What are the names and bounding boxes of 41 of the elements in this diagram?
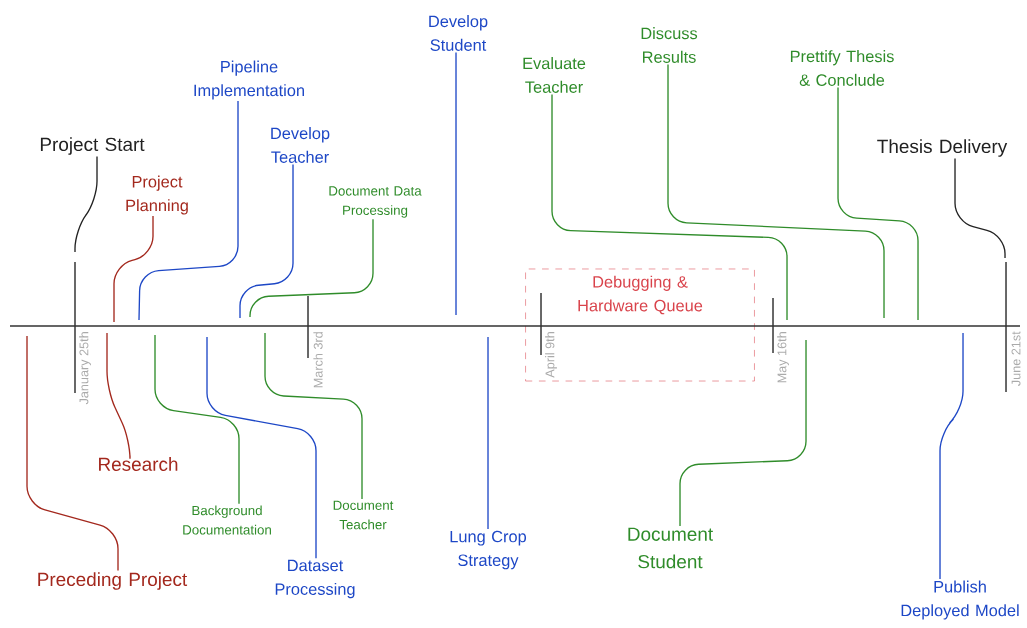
task-label: Background Documentation [183,505,271,535]
task-label: Lung Crop Strategy [450,530,527,570]
leader-line [26,335,119,572]
task-label: Research [99,457,178,471]
task-label: Project Planning [126,175,188,215]
leader-line [455,51,457,316]
date-label: January 25th [79,332,91,405]
task-label: Evaluate Teacher [523,57,586,93]
task-label: Document Data Processing [329,186,422,218]
leader-line [487,336,489,530]
task-label: Develop Teacher [271,127,330,163]
date-label: March 3rd [313,332,323,388]
task-label: Dataset Processing [275,559,355,599]
task-label: Discuss Results [641,27,698,63]
leader-line [138,100,239,321]
leader-line [939,332,964,580]
task-label: Pipeline Implementation [194,60,304,100]
task-label: Develop Student [429,15,488,51]
date-label: June 21st [1011,331,1021,386]
leader-line [113,215,154,323]
leader-line [106,332,131,460]
task-label: Project Start [40,137,145,155]
task-label: Prettify Thesis & Conclude [790,50,894,86]
leader-line [679,339,807,527]
task-label: Thesis Delivery [877,139,1008,157]
leader-line [74,155,98,253]
leader-line [239,163,294,319]
leader-line [154,334,240,505]
leader-line [667,63,885,319]
date-label: May 16th [777,332,789,383]
leader-line [206,336,317,559]
task-label: Document Teacher [333,500,394,530]
leader-line [837,86,919,321]
leader-line [954,157,1006,259]
task-label: Document Student [628,527,713,569]
task-label: Preceding Project [38,572,188,590]
leader-line [249,218,374,318]
task-label: Publish Deployed Model [901,580,1019,620]
leader-line [551,93,788,321]
leader-line [264,332,363,500]
date-label: April 9th [545,332,557,378]
